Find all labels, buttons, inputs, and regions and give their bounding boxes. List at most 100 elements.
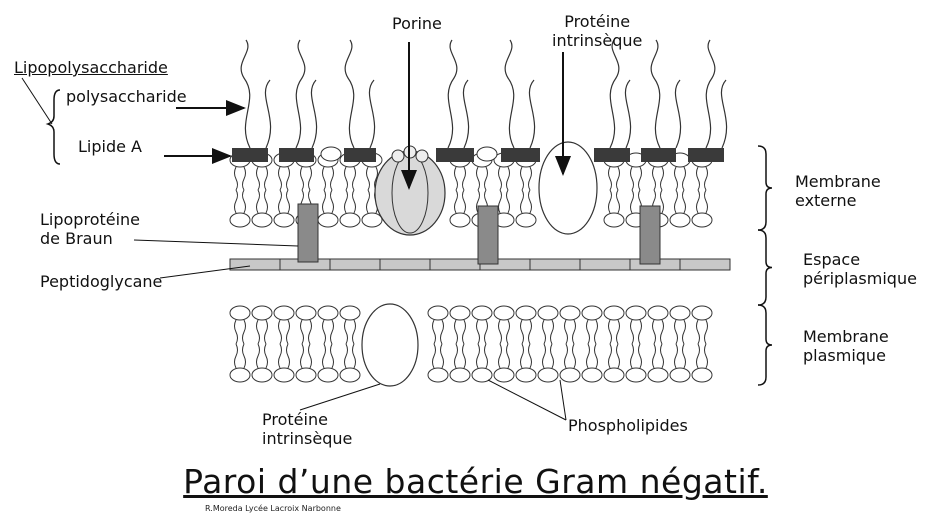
phospholipid-tail [323,167,326,190]
phospholipid-tail [433,344,436,368]
phospholipid-head [670,368,690,382]
polysaccharide-chain [448,40,457,148]
phospholipid-tail [573,320,576,344]
phospholipid-tail [499,320,502,344]
lipid-a-block [641,148,676,162]
phospholipid-tail [683,320,686,344]
phospholipid-tail [323,190,326,213]
polysaccharide-chain [675,80,680,148]
phospholipid-tail [697,320,700,344]
phospholipid-tail [257,344,260,368]
credit-text: R.Moreda Lycée Lacroix Narbonne [205,504,341,513]
phospholipid-tail [631,344,634,368]
phospholipid-head [274,213,294,227]
phospholipid-head [516,213,536,227]
braun-pointer-line [134,240,298,246]
lipid-a-block [436,148,474,162]
phospholipid-tail [653,320,656,344]
polysaccharide-chain [296,40,305,148]
phospholipid-tail [521,320,524,344]
phospholipid-tail [265,167,268,190]
phospholipid-tail [631,320,634,344]
phospholipid-tail [631,167,634,190]
phospholipid-tail [705,167,708,190]
phospholipid-tail [675,320,678,344]
phospholipid-tail [661,344,664,368]
phospholipid-head [670,213,690,227]
phospholipid-tail [705,190,708,213]
phospholipid-tail [521,344,524,368]
phospholipid-tail [477,320,480,344]
phospholipid-tail [697,190,700,213]
phospholipid-tail [609,320,612,344]
phospholipid-tail [265,320,268,344]
phospholipid-tail [331,190,334,213]
phospholipid-tail [243,190,246,213]
label-phospholipides: Phospholipides [568,416,688,435]
phospholipid-tail [353,167,356,190]
phospholipid-tail [279,190,282,213]
phospholipid-tail [345,190,348,213]
phospholipid-head [692,213,712,227]
phospholipid-tail [705,320,708,344]
phospholipid-head [274,368,294,382]
phospholipid-tail [587,344,590,368]
membrane-brace [758,305,772,385]
phospholipid-tail [617,320,620,344]
phospholipid-tail [243,167,246,190]
phospholipid-tail [309,167,312,190]
lipid-a-block [594,148,630,162]
phospholipid-tail [529,167,532,190]
polysaccharide-chain [311,80,316,148]
phospholipid-tail [507,344,510,368]
phospholipid-tail [331,320,334,344]
phospholipid-head [604,213,624,227]
label-proteine-intrinseque-top: Protéine intrinsèque [552,12,642,50]
phospholipid-tail [279,167,282,190]
phospholipid-head [450,306,470,320]
phospholipid-tail [287,190,290,213]
phospholipid-tail [301,167,304,190]
membrane-brace [758,230,772,305]
phospholipid-head [692,306,712,320]
phospholipid-head [626,306,646,320]
phospholipid-tail [587,320,590,344]
phospholipid-tail [609,190,612,213]
phospholipid-tail [243,344,246,368]
phospholipid-tail [543,320,546,344]
phospholipid-head [648,306,668,320]
phospholipid-head [252,306,272,320]
phospholipid-head [538,306,558,320]
phospholipides-pointer-line [488,380,566,420]
phospholipid-tail [595,320,598,344]
phospholipid-tail [301,344,304,368]
phospholipid-tail [441,344,444,368]
phospholipid-tail [661,167,664,190]
porin-subunit [416,150,428,162]
phospholipid-tail [595,344,598,368]
phospholipid-tail [287,344,290,368]
phospholipid-tail [683,190,686,213]
phospholipid-tail [345,320,348,344]
phospholipid-tail [499,344,502,368]
polysaccharide-chain [369,80,374,148]
phospholipid-tail [331,167,334,190]
phospholipid-tail [353,344,356,368]
phospholipid-tail [565,344,568,368]
phospholipid-tail [653,167,656,190]
phospholipid-tail [617,190,620,213]
intrinsic-protein-outer [539,142,597,234]
phospholipid-tail [345,344,348,368]
phospholipides-pointer-line [560,380,566,420]
phospholipid-tail [521,167,524,190]
peptidoglycan-segment [330,259,380,270]
phospholipid-tail [573,344,576,368]
phospholipid-head [230,306,250,320]
phospholipid-tail [265,190,268,213]
phospholipid-tail [631,190,634,213]
phospholipid-tail [507,167,510,190]
phospholipid-tail [675,344,678,368]
phospholipid-tail [617,344,620,368]
phospholipid-tail [697,167,700,190]
phospholipid-head [670,306,690,320]
